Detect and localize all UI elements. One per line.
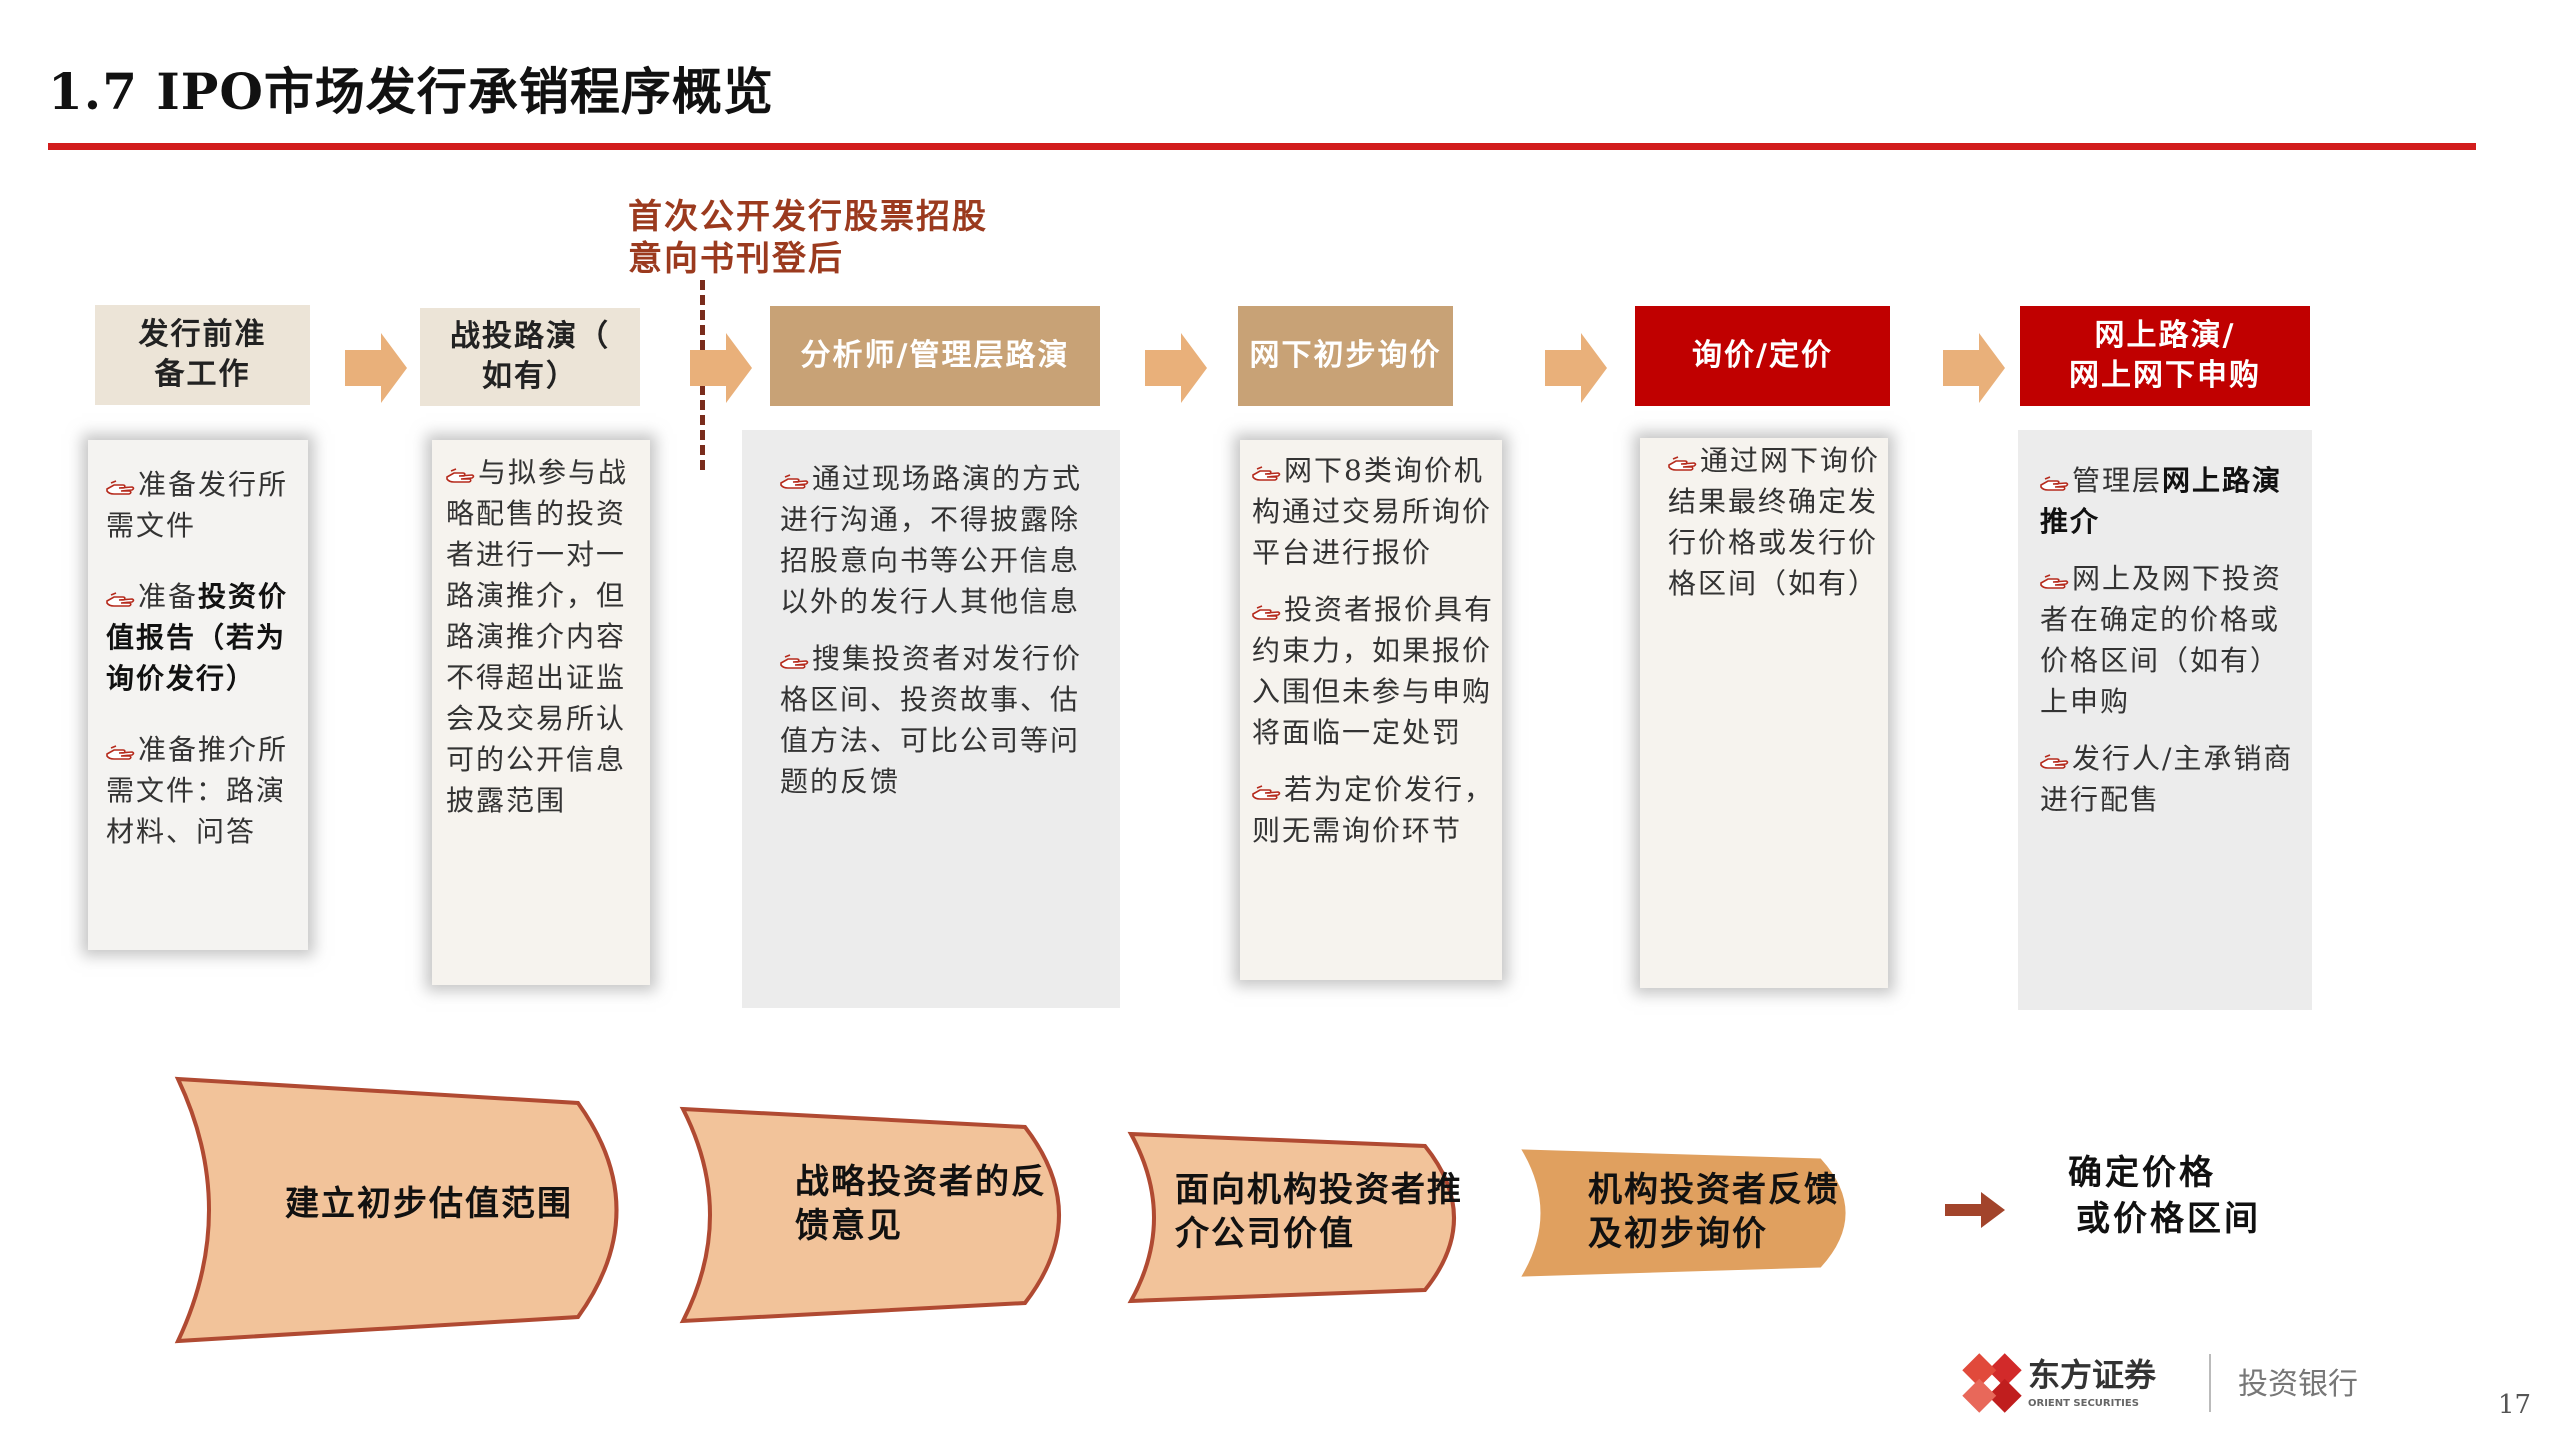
pointing-hand-icon <box>446 465 476 485</box>
result-label: 确定价格 或价格区间 <box>2068 1153 2261 1239</box>
phase-1-label: 建立初步估值范围 <box>285 1184 573 1224</box>
pointing-hand-icon <box>106 589 136 609</box>
brand-name: 东方证券 <box>2028 1356 2157 1394</box>
phase-2-shape <box>679 1106 1061 1324</box>
pointing-hand-icon <box>106 477 136 497</box>
pointing-hand-icon <box>106 742 136 762</box>
pointing-hand-icon <box>1252 782 1282 802</box>
timeline-annotation: 首次公开发行股票招股 意向书刊登后 <box>628 196 988 280</box>
flow-arrow-4-icon <box>1545 333 1607 403</box>
stage-6-header-line-2: 网上网下申购 <box>2069 358 2261 393</box>
result-arrow-icon <box>1945 1192 2005 1228</box>
flow-arrow-3-icon <box>1145 333 1207 403</box>
stage-2-header-line-1: 战投路演（ <box>450 319 610 354</box>
phase-4-shape <box>1521 1149 1846 1277</box>
stage-2-header-line-2: 如有） <box>482 359 578 394</box>
stage-1-details: 准备发行所需文件 准备投资价值报告（若为询价发行） 准备推介所需文件：路演材料、… <box>88 440 308 950</box>
stage-4-header-line-1: 网下初步询价 <box>1249 338 1442 373</box>
pointing-hand-icon <box>1252 463 1282 483</box>
orient-securities-logo: 东方证券 ORIENT SECURITIES 投资银行 <box>1962 1353 2358 1413</box>
phase-2-label: 战略投资者的反馈意见 <box>795 1162 1047 1246</box>
stage-5-header: 询价/定价 <box>1635 306 1890 406</box>
annotation-line-2: 意向书刊登后 <box>628 239 844 279</box>
stage-1-item-3: 准备推介所需文件：路演材料、问答 <box>106 733 289 848</box>
pointing-hand-icon <box>2040 571 2070 591</box>
phase-3-shape <box>1127 1131 1456 1304</box>
stage-5-item-1: 通过网下询价结果最终确定发行价格或发行价格区间（如有） <box>1668 444 1881 600</box>
pointing-hand-icon <box>1252 602 1282 622</box>
phase-4-label: 机构投资者反馈及初步询价 <box>1588 1170 1840 1254</box>
stage-4-header: 网下初步询价 <box>1238 306 1453 406</box>
stage-4-details: 网下8类询价机构通过交易所询价平台进行报价 投资者报价具有约束力，如果报价入围但… <box>1240 440 1502 980</box>
stage-6-item-3: 发行人/主承销商进行配售 <box>2040 742 2294 816</box>
pointing-hand-icon <box>2040 751 2070 771</box>
page-title: 1.7 IPO市场发行承销程序概览 <box>48 62 774 121</box>
stage-4-item-3: 若为定价发行，则无需询价环节 <box>1252 773 1495 847</box>
flow-arrow-1-icon <box>345 333 407 403</box>
pointing-hand-icon <box>780 471 810 491</box>
pointing-hand-icon <box>2040 473 2070 493</box>
stage-5-header-line-1: 询价/定价 <box>1692 338 1833 373</box>
stage-2-details: 与拟参与战略配售的投资者进行一对一路演推介，但路演推介内容不得超出证监会及交易所… <box>432 440 650 985</box>
stage-3-item-1: 通过现场路演的方式进行沟通，不得披露除招股意向书等公开信息以外的发行人其他信息 <box>780 462 1083 618</box>
stage-3-details: 通过现场路演的方式进行沟通，不得披露除招股意向书等公开信息以外的发行人其他信息 … <box>742 430 1120 1008</box>
stage-4-item-2: 投资者报价具有约束力，如果报价入围但未参与申购将面临一定处罚 <box>1252 593 1495 749</box>
stage-3-item-2: 搜集投资者对发行价格区间、投资故事、估值方法、可比公司等问题的反馈 <box>780 642 1083 798</box>
stage-1-header: 发行前准备工作 <box>95 305 310 405</box>
stage-3-header: 分析师/管理层路演 <box>770 306 1100 406</box>
stage-6-details: 管理层网上路演推介 网上及网下投资者在确定的价格或价格区间（如有）上申购 发行人… <box>2018 430 2312 1010</box>
stage-2-item-1: 与拟参与战略配售的投资者进行一对一路演推介，但路演推介内容不得超出证监会及交易所… <box>446 456 629 817</box>
pointing-hand-icon <box>780 651 810 671</box>
pointing-hand-icon <box>1668 453 1698 473</box>
brand-name-en: ORIENT SECURITIES <box>2028 1398 2139 1409</box>
phase-3-label: 面向机构投资者推介公司价值 <box>1175 1170 1463 1254</box>
stage-6-item-1: 管理层网上路演推介 <box>2040 464 2283 538</box>
stage-1-item-2: 准备投资价值报告（若为询价发行） <box>106 580 289 695</box>
stage-6-item-2: 网上及网下投资者在确定的价格或价格区间（如有）上申购 <box>2040 562 2283 718</box>
flow-arrow-2-icon <box>690 333 752 403</box>
stage-1-header-line-1: 发行前准 <box>138 317 267 352</box>
stage-3-header-line-1: 分析师/管理层路演 <box>800 338 1070 373</box>
stage-1-header-line-2: 备工作 <box>154 357 251 392</box>
annotation-line-1: 首次公开发行股票招股 <box>628 197 988 237</box>
stage-4-item-1: 网下8类询价机构通过交易所询价平台进行报价 <box>1252 454 1493 569</box>
stage-5-details: 通过网下询价结果最终确定发行价格或发行价格区间（如有） <box>1640 438 1888 988</box>
stage-2-header: 战投路演（ 如有） <box>420 308 640 406</box>
brand-mark-icon <box>1962 1353 2022 1413</box>
page-number: 17 <box>2498 1390 2532 1420</box>
stage-1-item-1: 准备发行所需文件 <box>106 468 289 542</box>
stage-6-header: 网上路演/网上网下申购 <box>2020 306 2310 406</box>
division-name: 投资银行 <box>2238 1367 2358 1402</box>
stage-6-header-line-1: 网上路演/ <box>2094 318 2236 353</box>
phase-1-shape <box>174 1076 619 1344</box>
flow-arrow-5-icon <box>1943 333 2005 403</box>
title-underline <box>48 143 2476 150</box>
